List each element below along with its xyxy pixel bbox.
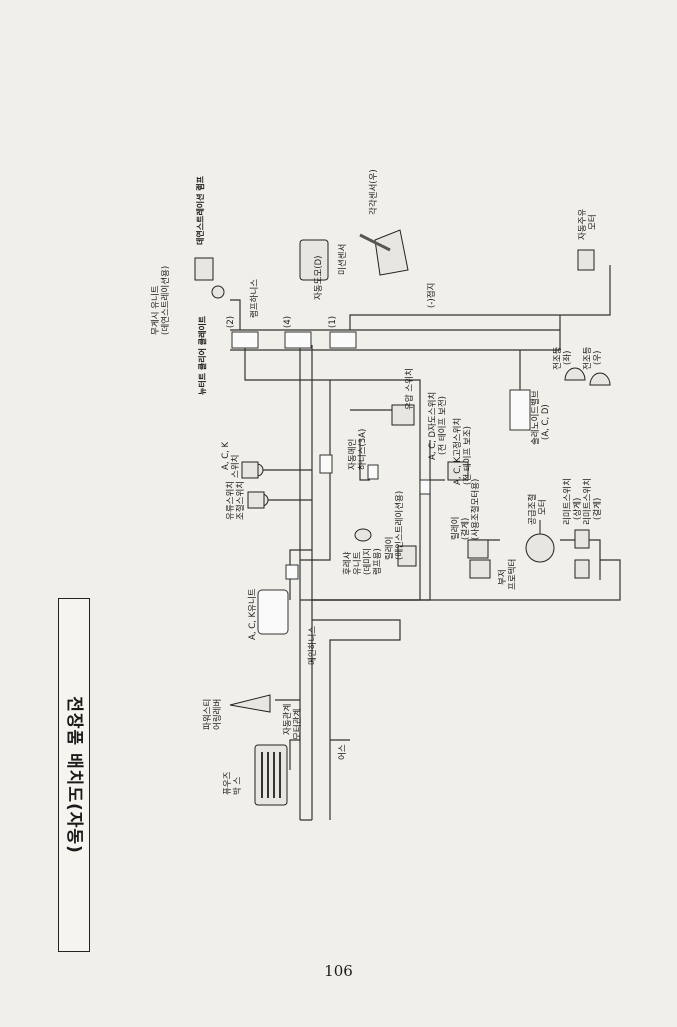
label-supply-motor: 공급조절 — [528, 494, 538, 525]
label-ack-switch2-sub: (전 테이프 보조) — [462, 426, 473, 485]
lamp-right-icon — [589, 372, 611, 386]
main-harness-line — [299, 345, 313, 821]
label-auto-main: 자동메인 — [347, 439, 358, 470]
label-solenoid-valve-sub: (A, C, D) — [541, 404, 551, 440]
label-ack-switch: 스위치 — [231, 455, 241, 478]
label-hydraulic: 유압 스위치 — [405, 368, 415, 410]
label-motor-meter: 모터관계 — [292, 709, 303, 740]
label-auto-main2: 하니스(3A) — [357, 429, 368, 470]
label-ack-unit: A, C, K유니트 — [247, 588, 258, 640]
label-relay2: 릴레이 — [450, 517, 461, 540]
label-parking-lever: 파워스티 — [203, 699, 213, 730]
label-neutral-clear: 뉴터트 클리어 클레이트 — [197, 315, 207, 395]
label-ac-dk-switch: A, C, D자도스위치 — [428, 392, 438, 460]
label-parking-lever2: 어링레버 — [212, 699, 223, 730]
label-ground: 어스 — [337, 744, 348, 760]
label-lift-switch2: 리미트스위치 — [583, 478, 593, 525]
ack-unit-box — [257, 589, 289, 635]
label-neg-ground: (-)접지 — [426, 283, 437, 308]
angle-sensor-icon — [374, 229, 409, 276]
label-lift-switch: 리미트스위치 — [563, 478, 573, 525]
defrost-bulb-icon — [194, 257, 214, 281]
label-oil-pump: 유류스위치 — [226, 481, 236, 520]
label-fuse-box2: 박 스 — [232, 776, 243, 795]
marker-4: (4) — [283, 316, 293, 328]
label-angle-sensor: 각각센서(우) — [368, 169, 379, 215]
label-supply-motor2: 모터 — [538, 499, 548, 515]
label-recoil4: 램프용) — [372, 548, 383, 575]
fuse-box-icon — [254, 744, 288, 806]
label-lamp-harness: 램프하니스 — [249, 279, 260, 318]
connector-1 — [329, 331, 357, 349]
label-ack: A, C, K — [221, 441, 231, 470]
label-auto-tool-d: 자동도모(D) — [314, 256, 324, 300]
lamp-left-icon — [564, 367, 586, 381]
label-oil-motor2: 모터 — [588, 214, 598, 230]
supply-motor-icon — [525, 533, 555, 563]
connector-4 — [284, 331, 312, 349]
label-fuse-unit: 무게시 유니트 — [150, 285, 161, 335]
label-relay: 릴레이 — [384, 537, 395, 560]
label-solenoid-valve: 솔레노이드밸브 — [530, 390, 541, 445]
oil-motor-icon — [577, 249, 595, 271]
label-buzzer: 부저 — [498, 569, 508, 585]
label-lift-switch-a: (상게) — [572, 498, 583, 520]
label-relay-sub: (메인스트레이션용) — [394, 491, 405, 560]
label-oil-pump-sub: 조절스위치 — [236, 481, 246, 520]
marker-1: (1) — [328, 316, 338, 328]
page-title: 전장품 배치도(자동) — [64, 696, 84, 854]
label-buzzer2: 프로텍터 — [507, 559, 518, 590]
title-box: 전장품 배치도(자동) — [58, 598, 90, 952]
label-tape-hold: (전 테이프 보전) — [437, 396, 448, 455]
label-lamp-right: 전조등 — [582, 346, 593, 370]
label-lamp-left2: (좌) — [563, 351, 573, 365]
inertia-sensor-icon — [299, 239, 329, 281]
label-recoil: 후레샤 — [342, 551, 353, 575]
label-main-harness: 메인하니스 — [307, 626, 318, 665]
label-auto-meter: 자동관계 — [282, 704, 293, 735]
label-lift-switch2-b: (걸게) — [592, 498, 603, 520]
label-relay2-a: (걸게) — [460, 518, 471, 540]
recoil-icon — [354, 528, 372, 542]
marker-2: (2) — [226, 316, 236, 328]
label-oil-motor: 자동주유 — [578, 209, 588, 240]
label-fuse-unit-sub: (데연스트레이션용) — [160, 266, 171, 335]
label-fuse-box: 퓨우즈 — [223, 771, 233, 795]
connector-2 — [231, 331, 259, 349]
label-lamp-right2: (우) — [593, 351, 603, 365]
label-recoil3: (데미지 — [363, 548, 373, 575]
label-lamp-left: 전조등 — [552, 346, 563, 370]
parking-lever-icon — [229, 694, 271, 713]
label-defrost-bulb: 데연스트레이션 램프 — [195, 175, 205, 245]
label-relay2-b: (사용조절모터용) — [471, 479, 481, 540]
label-inertia-sensor: 미션센서 — [337, 244, 348, 275]
label-ack-switch2: A, C, K고정스위치 — [452, 418, 463, 485]
label-recoil2: 유니트 — [352, 551, 363, 575]
page-number: 106 — [324, 962, 353, 980]
